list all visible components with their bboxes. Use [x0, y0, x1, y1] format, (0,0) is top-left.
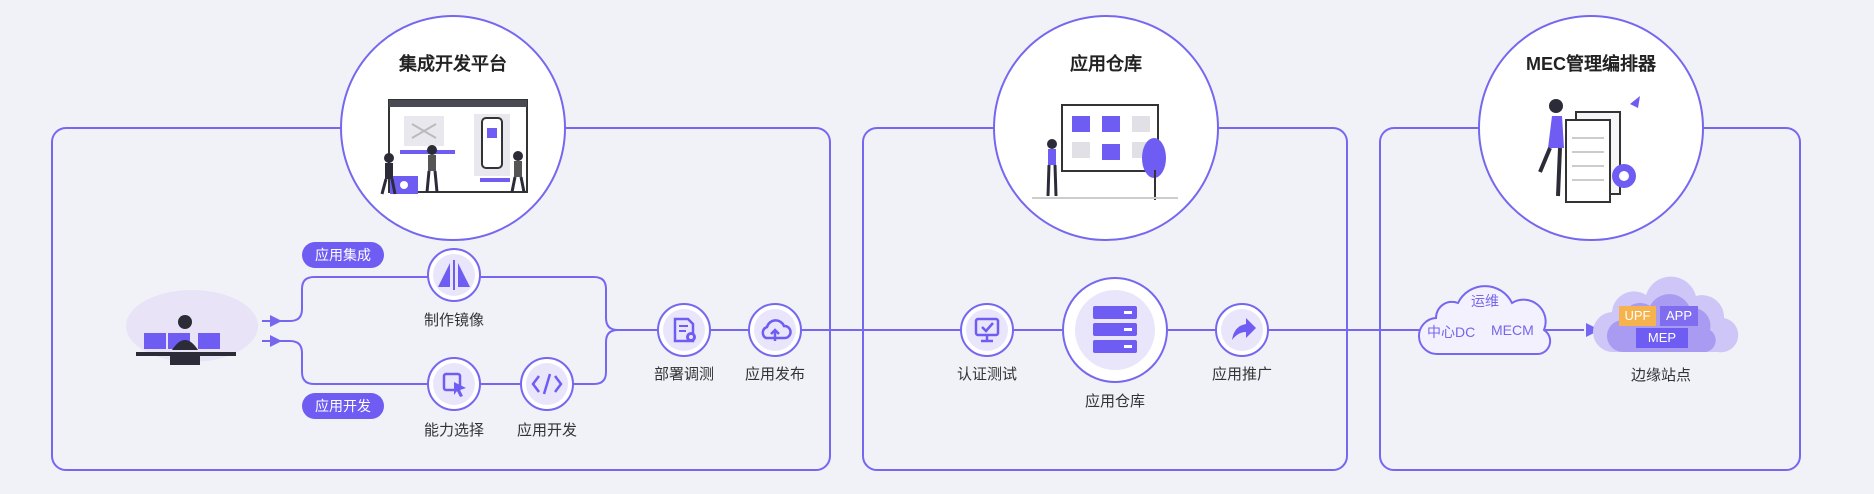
cloud-upload-icon: [761, 319, 792, 341]
node-deploy-debug[interactable]: [657, 303, 711, 357]
node-app-repo[interactable]: [1062, 277, 1168, 383]
badge-app-develop: 应用开发: [302, 393, 384, 419]
section-title-dev-platform: 集成开发平台: [399, 54, 507, 74]
document-gear-icon: [673, 317, 696, 343]
badge-app-integrate: 应用集成: [302, 242, 384, 268]
arrow-head-top: [270, 315, 282, 327]
node-cert-test[interactable]: [960, 303, 1014, 357]
developer-at-desk-illustration: [126, 290, 258, 365]
database-icon: [1093, 306, 1137, 353]
label-edge-site: 边缘站点: [1630, 367, 1692, 384]
label-app-repo: 应用仓库: [1084, 393, 1146, 410]
cloud-ops-text: 运维: [1471, 293, 1499, 309]
arrow-head-bottom: [270, 335, 282, 347]
label-app-develop: 应用开发: [516, 422, 578, 439]
mirror-icon: [438, 260, 470, 290]
node-make-image[interactable]: [427, 248, 481, 302]
developers-building-app-illustration: [380, 99, 528, 195]
cloud-mecm-text: MECM: [1491, 322, 1534, 338]
center-dc-cloud: [1417, 285, 1552, 356]
edge-tag-mep: MEP: [1647, 330, 1677, 345]
label-app-promote: 应用推广: [1211, 366, 1273, 383]
node-app-develop[interactable]: [520, 357, 574, 411]
code-icon: [531, 373, 563, 395]
label-deploy-debug: 部署调测: [653, 366, 715, 383]
label-make-image: 制作镜像: [423, 312, 485, 329]
share-arrow-icon: [1232, 318, 1256, 340]
cursor-select-icon: [442, 372, 466, 397]
arrow-head-edge: [1586, 323, 1600, 337]
label-app-publish: 应用发布: [744, 366, 806, 383]
cloud-center-dc-text: 中心DC: [1427, 324, 1476, 340]
label-ability-select: 能力选择: [423, 422, 485, 439]
section-title-mec-orchestrator: MEC管理编排器: [1526, 54, 1656, 74]
node-ability-select[interactable]: [427, 357, 481, 411]
node-app-publish[interactable]: [748, 303, 802, 357]
person-with-kanban-board-illustration: [1032, 104, 1178, 200]
edge-tag-upf: UPF: [1624, 308, 1651, 323]
edge-tag-app: APP: [1665, 308, 1692, 323]
monitor-check-icon: [974, 317, 1000, 343]
edge-site-cloud: [1592, 276, 1739, 353]
node-app-promote[interactable]: [1215, 303, 1269, 357]
person-with-documents-gear-illustration: [1538, 96, 1640, 203]
section-title-app-repo: 应用仓库: [1070, 54, 1142, 74]
label-cert-test: 认证测试: [956, 366, 1018, 383]
